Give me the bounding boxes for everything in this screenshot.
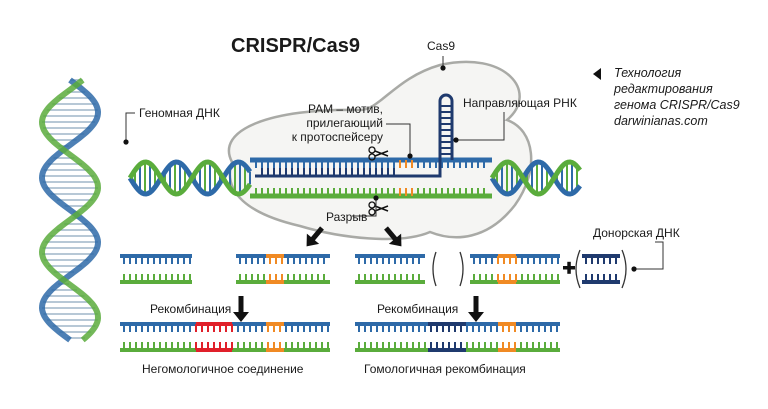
recombination-left-label: Рекомбинация: [150, 302, 231, 316]
triangle-pointer-icon: [593, 68, 601, 80]
arrow-head: [233, 312, 249, 322]
dna-right-twist-green: [489, 159, 582, 197]
arrow-down-icon: [384, 226, 402, 247]
cut-right-fragment-b: [470, 254, 560, 284]
dna-right-twist-blue: [489, 159, 582, 197]
guide-rna-pointer: [456, 112, 505, 141]
donor-dna-fragment: [582, 254, 620, 284]
guide-rna-label: Направляющая РНК: [463, 96, 577, 110]
pam-pointer-dot: [407, 153, 413, 159]
donor-dna-label: Донорская ДНК: [593, 226, 680, 240]
genomic-dna-helix: [38, 77, 102, 343]
donor-bracket-right: [621, 249, 627, 289]
guide-rna-backbone: [255, 93, 454, 178]
arrow-shaft: [384, 226, 399, 242]
cas9-pointer-dot: [440, 65, 446, 71]
cas9-protein: [227, 60, 533, 241]
recombination-right-label: Рекомбинация: [377, 302, 458, 316]
cut-pointer: [352, 198, 377, 217]
scissors-handle: [368, 146, 376, 154]
scissors-handle: [368, 201, 376, 209]
cut-left-fragment-a: [120, 254, 192, 284]
helix-strand-blue: [38, 77, 102, 343]
cut-label: Разрыв: [326, 210, 367, 224]
pam-pointer: [386, 123, 411, 156]
scissors-handle: [368, 208, 376, 216]
scissors-icon: [368, 146, 389, 161]
plus-icon: [567, 261, 571, 274]
donor-dna-pointer-dot: [631, 266, 637, 272]
credit-line-2: редактирования: [613, 82, 713, 96]
diagram-title: CRISPR/Cas9: [231, 35, 360, 57]
nhej-repaired-dna: [120, 322, 330, 352]
cut-right-fragment-a: [355, 254, 425, 284]
arrow-down-icon: [306, 226, 324, 247]
pam-label-line-1: PAM – мотив,: [308, 102, 383, 116]
donor-bracket-left: [575, 249, 581, 289]
credit-line-1: Технология: [614, 66, 682, 80]
dna-left-twist-green: [127, 159, 253, 197]
donor-dna-pointer: [634, 241, 664, 270]
repair-strands: [120, 254, 620, 352]
genomic-dna-pointer-dot: [123, 139, 129, 145]
nhej-label: Негомологичное соединение: [142, 362, 304, 376]
scissors-blade: [374, 205, 389, 212]
guide-rna: [255, 93, 454, 178]
cas9-label: Cas9: [427, 39, 455, 53]
arrow-head: [306, 233, 320, 247]
arrow-head: [388, 233, 402, 247]
pam-label-line-2: прилегающий: [306, 116, 383, 130]
genomic-dna-pointer: [125, 112, 135, 142]
arrow-down-icon: [233, 296, 249, 322]
scissors-handle: [368, 153, 376, 161]
cut-pointer-dot: [373, 195, 379, 201]
guide-rna-pointer-dot: [453, 137, 459, 143]
diagram-marks: [123, 56, 664, 322]
credit-line-4: darwinianas.com: [614, 114, 708, 128]
gap-bracket-right: [459, 251, 464, 287]
hdr-repaired-dna: [355, 322, 560, 352]
credit-line-3: генома CRISPR/Cas9: [614, 98, 740, 112]
dna-left-twist-blue: [127, 159, 253, 197]
helix-strand-green: [38, 77, 102, 343]
hdr-label: Гомологичная рекомбинация: [364, 362, 526, 376]
scissors-blade: [374, 150, 389, 157]
gap-bracket-left: [432, 251, 437, 287]
pam-label-line-3: к протоспейсеру: [292, 130, 383, 144]
cut-left-fragment-b: [236, 254, 330, 284]
arrow-down-icon: [468, 296, 484, 322]
arrow-shaft: [309, 226, 324, 242]
credit-block: Технология редактирования генома CRISPR/…: [613, 66, 740, 128]
genomic-dna-label: Геномная ДНК: [139, 106, 220, 120]
arrow-head: [468, 312, 484, 322]
scissors-icon: [368, 201, 389, 216]
